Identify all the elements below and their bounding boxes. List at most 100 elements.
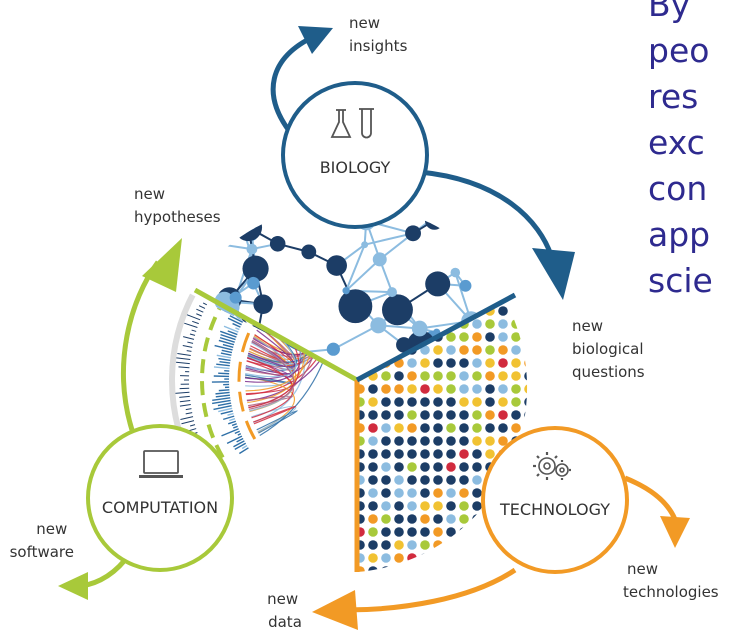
matrix-dot (472, 527, 482, 537)
data-tick (213, 405, 232, 411)
data-tick (331, 251, 332, 254)
matrix-dot (459, 397, 469, 407)
matrix-dot (394, 501, 404, 511)
matrix-dot (420, 488, 430, 498)
data-tick (216, 363, 230, 367)
matrix-dot (459, 514, 469, 524)
arrow-new-data (344, 567, 517, 613)
data-tick (196, 313, 202, 317)
matrix-dot (524, 371, 528, 381)
matrix-dot (537, 319, 547, 329)
data-tick (217, 260, 229, 270)
matrix-dot (420, 475, 430, 485)
label-line: biological (572, 340, 644, 358)
matrix-dot (472, 300, 482, 303)
data-tick (228, 420, 237, 425)
network-edge (241, 223, 250, 228)
data-tick (237, 433, 242, 436)
matrix-dot (537, 371, 547, 381)
data-tick (180, 416, 194, 420)
arrow-head-data (312, 590, 358, 630)
network-edge (345, 244, 366, 292)
matrix-dot (433, 553, 443, 563)
network-node (234, 213, 263, 242)
matrix-dot (524, 319, 528, 329)
matrix-dot (433, 436, 443, 446)
arrow-new-hypotheses (121, 260, 161, 431)
label-line: technologies (623, 583, 719, 601)
matrix-dot (407, 514, 417, 524)
matrix-dot (446, 436, 456, 446)
chord-link (252, 405, 296, 425)
data-tick (212, 397, 231, 402)
arrow-new-questions (419, 169, 555, 259)
matrix-dot (394, 566, 404, 572)
data-tick (294, 218, 296, 223)
network-node (459, 279, 472, 292)
matrix-dot (524, 306, 528, 316)
technology-label: TECHNOLOGY (499, 500, 610, 519)
matrix-dot (407, 423, 417, 433)
network-edge (213, 330, 257, 341)
matrix-dot (472, 319, 482, 329)
matrix-dot (368, 449, 378, 459)
data-tick (221, 428, 239, 437)
matrix-dot (420, 423, 430, 433)
data-tick (196, 308, 204, 313)
label-new-insights: new insights (349, 14, 408, 55)
matrix-dot (394, 475, 404, 485)
chord-link (246, 395, 293, 407)
matrix-dot (394, 553, 404, 563)
matrix-dot (394, 423, 404, 433)
data-tick (186, 350, 192, 352)
data-tick (213, 366, 230, 370)
network-node (326, 342, 340, 356)
data-tick (219, 336, 235, 343)
data-tick (218, 357, 231, 362)
matrix-dot (420, 514, 430, 524)
matrix-dot (420, 410, 430, 420)
label-line: new (267, 590, 298, 608)
data-tick (277, 273, 281, 278)
matrix-dot (394, 410, 404, 420)
matrix-dot (407, 410, 417, 420)
matrix-dot (485, 384, 495, 394)
matrix-dot (446, 462, 456, 472)
data-tick (238, 447, 249, 455)
network-node (411, 320, 428, 337)
data-tick (191, 329, 197, 332)
matrix-dot (407, 527, 417, 537)
label-line: questions (572, 363, 645, 381)
data-tick (234, 430, 240, 435)
matrix-dot (368, 462, 378, 472)
matrix-dot (511, 384, 521, 394)
network-node (301, 244, 317, 260)
matrix-dot (511, 371, 521, 381)
matrix-dot (433, 514, 443, 524)
matrix-dot (433, 540, 443, 550)
matrix-dot (357, 345, 365, 355)
data-tick (216, 354, 232, 359)
matrix-dot (446, 475, 456, 485)
matrix-dot (446, 358, 456, 368)
data-tick (220, 333, 236, 341)
matrix-dot (381, 371, 391, 381)
network-node (372, 252, 387, 267)
data-tick (299, 208, 303, 221)
matrix-dot (511, 358, 521, 368)
matrix-dot (446, 345, 456, 355)
matrix-dot (524, 397, 528, 407)
network-node (370, 317, 387, 334)
matrix-dot (381, 410, 391, 420)
matrix-dot (459, 332, 469, 342)
data-tick (267, 278, 272, 284)
matrix-dot (420, 462, 430, 472)
matrix-dot (446, 423, 456, 433)
data-tick (243, 309, 249, 314)
data-tick (189, 333, 196, 336)
laptop-icon (139, 450, 183, 478)
side-text-line: peo (648, 31, 710, 70)
matrix-dot (472, 384, 482, 394)
data-tick (349, 237, 350, 252)
